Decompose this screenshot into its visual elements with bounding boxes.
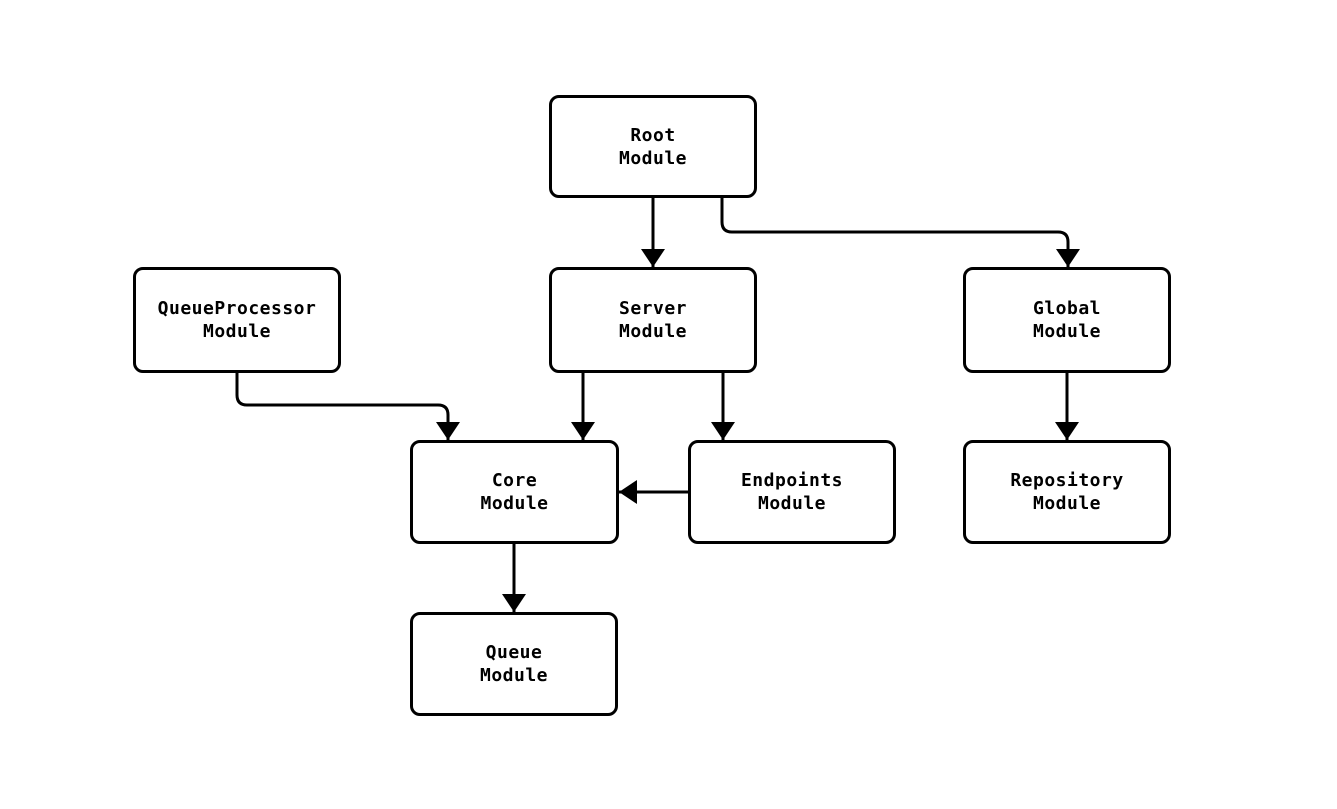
edge-root-module-to-global-module [720,198,1080,267]
node-label-line: Module [757,493,827,514]
edges-group [235,198,1080,612]
node-label-line: Module [202,321,272,342]
node-label-line: Module [480,493,549,514]
node-label-line: Module [1032,321,1102,342]
node-label-line: Core [491,470,538,491]
node-label-line: QueueProcessor [157,298,317,319]
node-label-line: Module [479,665,549,686]
node-label-line: Root [630,124,676,146]
node-label-line: Queue [485,642,543,663]
node-label-line: Module [1032,493,1102,514]
node-label-line: Server [618,298,688,319]
node-label-line: Module [618,321,688,342]
edge-queue-processor-module-to-core-module [235,373,460,440]
node-label-line: Repository [1010,470,1124,491]
node-label-line: Endpoints [740,470,844,491]
node-label-line: Global [1032,298,1102,319]
node-label-line: Module [618,147,688,169]
